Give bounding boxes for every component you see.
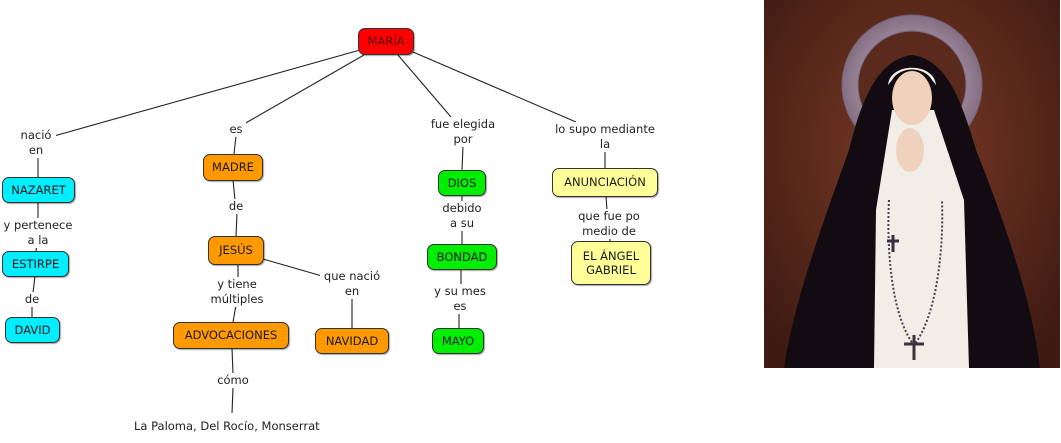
line-es-madre	[233, 135, 237, 155]
node-estirpe[interactable]: ESTIRPE	[2, 251, 69, 277]
line-multiples-advocaciones	[232, 304, 237, 323]
node-dios[interactable]: DIOS	[438, 170, 486, 196]
node-anunciacion[interactable]: ANUNCIACIÓN	[552, 168, 658, 197]
link-que-nacio: que nació en	[320, 269, 384, 299]
link-como: cómo	[214, 373, 252, 388]
white-habit	[874, 110, 969, 368]
link-fue-por: que fue po medio de	[573, 209, 645, 239]
advocaciones-examples: La Paloma, Del Rocío, Monserrat	[134, 419, 320, 433]
line-como-text	[231, 387, 234, 414]
line-anunciacion-fuepor	[605, 195, 608, 211]
link-multiples: y tiene múltiples	[206, 277, 268, 307]
painting-illustration	[764, 0, 1060, 368]
cross-icon	[887, 235, 924, 360]
line-maria-nacio	[53, 49, 361, 137]
line-de-jesus	[235, 212, 238, 237]
link-es: es	[226, 122, 246, 137]
virgin-painting-image	[764, 0, 1060, 368]
node-angel-gabriel[interactable]: EL ÁNGEL GABRIEL	[571, 241, 651, 285]
veil-white	[888, 67, 936, 85]
link-nacio-en: nació en	[16, 128, 56, 158]
line-maria-es	[243, 54, 365, 125]
node-madre[interactable]: MADRE	[203, 154, 263, 181]
link-mes: y su mes es	[428, 284, 492, 314]
praying-hands	[896, 128, 924, 172]
line-maria-supo	[412, 51, 577, 123]
link-supo: lo supo mediante la	[550, 122, 660, 152]
link-pertenece: y pertenece a la	[0, 218, 76, 248]
connector-lines	[31, 49, 611, 414]
link-de-david: de	[22, 292, 42, 307]
node-navidad[interactable]: NAVIDAD	[315, 328, 389, 354]
link-de-jesus: de	[225, 199, 247, 214]
node-jesus[interactable]: JESÚS	[208, 236, 264, 265]
line-elegida-dios	[461, 145, 464, 171]
node-david[interactable]: DAVID	[5, 317, 60, 343]
line-jesus-quenacio	[262, 258, 323, 277]
node-bondad[interactable]: BONDAD	[427, 244, 497, 270]
face	[892, 71, 932, 125]
node-advocaciones[interactable]: ADVOCACIONES	[173, 322, 289, 349]
node-mayo[interactable]: MAYO	[432, 328, 484, 354]
line-madre-de	[232, 179, 236, 201]
node-maria[interactable]: MARÍA	[358, 28, 414, 55]
line-advocaciones-como	[231, 347, 234, 375]
line-estirpe-de	[32, 275, 36, 294]
link-elegida: fue elegida por	[427, 117, 499, 147]
line-maria-elegida	[397, 54, 452, 118]
link-debido: debido a su	[440, 201, 484, 231]
node-nazaret[interactable]: NAZARET	[2, 177, 75, 203]
